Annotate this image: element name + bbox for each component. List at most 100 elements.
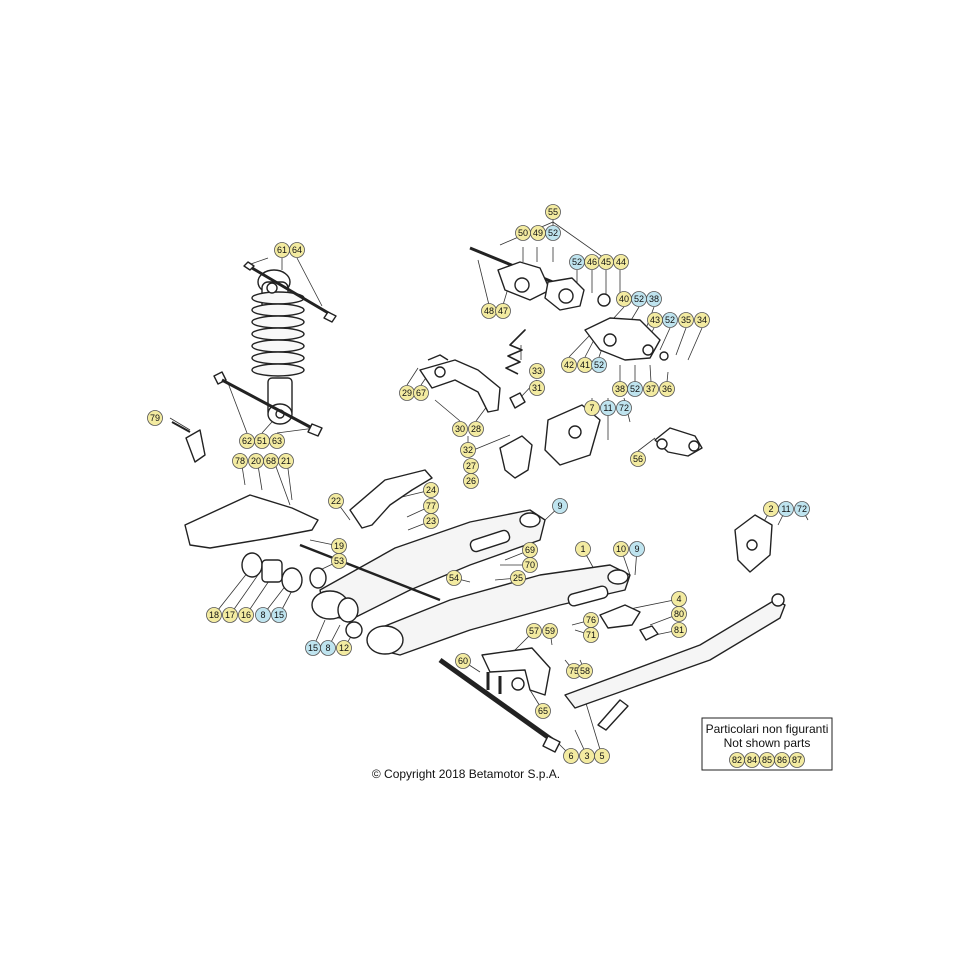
svg-text:87: 87 <box>792 755 802 765</box>
svg-text:11: 11 <box>603 403 612 413</box>
svg-text:40: 40 <box>619 294 629 304</box>
callout-56: 56 <box>630 451 646 467</box>
callout-52: 52 <box>591 357 607 373</box>
svg-text:86: 86 <box>777 755 787 765</box>
callout-16: 16 <box>238 607 254 623</box>
svg-text:53: 53 <box>334 556 344 566</box>
callout-11: 11 <box>600 400 616 416</box>
svg-text:78: 78 <box>235 456 245 466</box>
svg-text:85: 85 <box>762 755 772 765</box>
chain-guide-small <box>185 429 206 463</box>
svg-text:34: 34 <box>697 315 707 325</box>
svg-text:56: 56 <box>633 454 643 464</box>
callout-22: 22 <box>328 493 344 509</box>
svg-text:27: 27 <box>466 461 476 471</box>
svg-text:38: 38 <box>649 294 659 304</box>
callout-3: 3 <box>579 748 595 764</box>
callout-65: 65 <box>535 703 551 719</box>
callout-75: 75 <box>566 663 582 679</box>
svg-text:52: 52 <box>594 360 604 370</box>
legend-part-86: 86 <box>774 752 790 768</box>
legend-title-en: Not shown parts <box>724 736 811 750</box>
callout-40: 40 <box>616 291 632 307</box>
callout-6: 6 <box>563 748 579 764</box>
callout-25: 25 <box>510 570 526 586</box>
svg-text:70: 70 <box>525 560 535 570</box>
svg-text:45: 45 <box>601 257 611 267</box>
callout-9: 9 <box>629 541 645 557</box>
callout-8: 8 <box>255 607 271 623</box>
legend-part-82: 82 <box>729 752 745 768</box>
callout-45: 45 <box>598 254 614 270</box>
svg-text:76: 76 <box>586 615 596 625</box>
callout-63: 63 <box>269 433 285 449</box>
svg-text:15: 15 <box>274 610 284 620</box>
svg-text:29: 29 <box>402 388 412 398</box>
svg-text:18: 18 <box>209 610 219 620</box>
svg-text:6: 6 <box>568 751 573 761</box>
svg-text:72: 72 <box>619 403 629 413</box>
svg-text:64: 64 <box>292 245 302 255</box>
svg-text:55: 55 <box>548 207 558 217</box>
svg-text:68: 68 <box>266 456 276 466</box>
callout-24: 24 <box>423 482 439 498</box>
callout-52: 52 <box>662 312 678 328</box>
svg-text:80: 80 <box>674 609 684 619</box>
callout-18: 18 <box>206 607 222 623</box>
svg-text:52: 52 <box>572 257 582 267</box>
callout-17: 17 <box>222 607 238 623</box>
svg-text:26: 26 <box>466 476 476 486</box>
chain-guard-upper <box>349 469 433 529</box>
chain-guide-plate <box>499 435 533 479</box>
callout-76: 76 <box>583 612 599 628</box>
svg-text:23: 23 <box>426 516 436 526</box>
callout-48: 48 <box>481 303 497 319</box>
svg-text:75: 75 <box>569 666 579 676</box>
svg-text:8: 8 <box>260 610 265 620</box>
svg-text:52: 52 <box>665 315 675 325</box>
callout-52: 52 <box>631 291 647 307</box>
chain-slider <box>184 494 319 549</box>
callout-53: 53 <box>331 553 347 569</box>
callout-55: 55 <box>545 204 561 220</box>
callout-49: 49 <box>530 225 546 241</box>
svg-text:21: 21 <box>281 456 291 466</box>
legend-part-87: 87 <box>789 752 805 768</box>
legend-part-84: 84 <box>744 752 760 768</box>
svg-text:61: 61 <box>277 245 287 255</box>
callout-68: 68 <box>263 453 279 469</box>
sensor-bracket <box>481 647 551 696</box>
callout-12: 12 <box>336 640 352 656</box>
callout-20: 20 <box>248 453 264 469</box>
svg-text:50: 50 <box>518 228 528 238</box>
svg-text:36: 36 <box>662 384 672 394</box>
return-spring <box>505 329 526 375</box>
svg-text:8: 8 <box>325 643 330 653</box>
svg-text:1: 1 <box>580 544 585 554</box>
svg-text:33: 33 <box>532 366 542 376</box>
callout-77: 77 <box>423 498 439 514</box>
svg-text:12: 12 <box>339 643 349 653</box>
svg-text:37: 37 <box>646 384 656 394</box>
svg-text:24: 24 <box>426 485 436 495</box>
svg-text:77: 77 <box>426 501 436 511</box>
svg-text:52: 52 <box>630 384 640 394</box>
svg-text:32: 32 <box>463 445 473 455</box>
callout-26: 26 <box>463 473 479 489</box>
callout-38: 38 <box>612 381 628 397</box>
callout-80: 80 <box>671 606 687 622</box>
callout-4: 4 <box>671 591 687 607</box>
callout-37: 37 <box>643 381 659 397</box>
callout-31: 31 <box>529 380 545 396</box>
callout-32: 32 <box>460 442 476 458</box>
wheel-axle <box>438 657 554 743</box>
svg-text:41: 41 <box>580 360 590 370</box>
svg-text:52: 52 <box>548 228 558 238</box>
callout-15: 15 <box>271 607 287 623</box>
callout-72: 72 <box>794 501 810 517</box>
callout-2: 2 <box>763 501 779 517</box>
callout-61: 61 <box>274 242 290 258</box>
side-stand <box>564 593 786 731</box>
svg-text:7: 7 <box>589 403 594 413</box>
